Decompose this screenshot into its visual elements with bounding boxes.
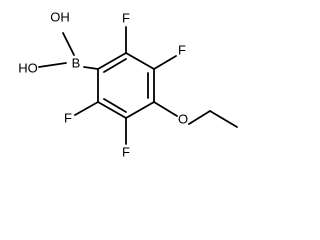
ring-bond-1-double <box>103 58 127 73</box>
bonds <box>38 26 238 145</box>
bond-f-bottom-left <box>74 101 99 116</box>
ring-bond-5 <box>97 101 127 119</box>
oxygen-label: O <box>178 111 188 126</box>
bond-b-oh-top <box>62 32 75 56</box>
f-top-right-label: F <box>178 42 186 57</box>
oh-top-label: OH <box>50 9 70 24</box>
structure-svg: OH HO B F F F F O <box>18 9 238 159</box>
ring-bond-4 <box>125 101 155 119</box>
atom-labels: OH HO B F F F F O <box>18 9 188 159</box>
oh-bottom-label: HO <box>18 60 38 75</box>
ring-bond-5-double <box>103 98 127 113</box>
f-bottom-right-label: F <box>122 144 130 159</box>
boron-label: B <box>72 55 81 70</box>
bond-ring-o <box>153 101 178 117</box>
bond-f-top-right <box>153 55 177 70</box>
ring-bond-1 <box>97 52 127 70</box>
bond-ch2-ch3 <box>209 110 238 128</box>
ring-bond-2 <box>125 52 155 70</box>
f-bottom-left-label: F <box>64 110 72 125</box>
f-top-left-label: F <box>122 10 130 25</box>
bond-b-ring <box>83 66 99 70</box>
molecule-diagram: OH HO B F F F F O <box>18 9 238 159</box>
bond-o-ch2 <box>188 110 211 125</box>
bond-b-oh-left <box>38 62 67 68</box>
